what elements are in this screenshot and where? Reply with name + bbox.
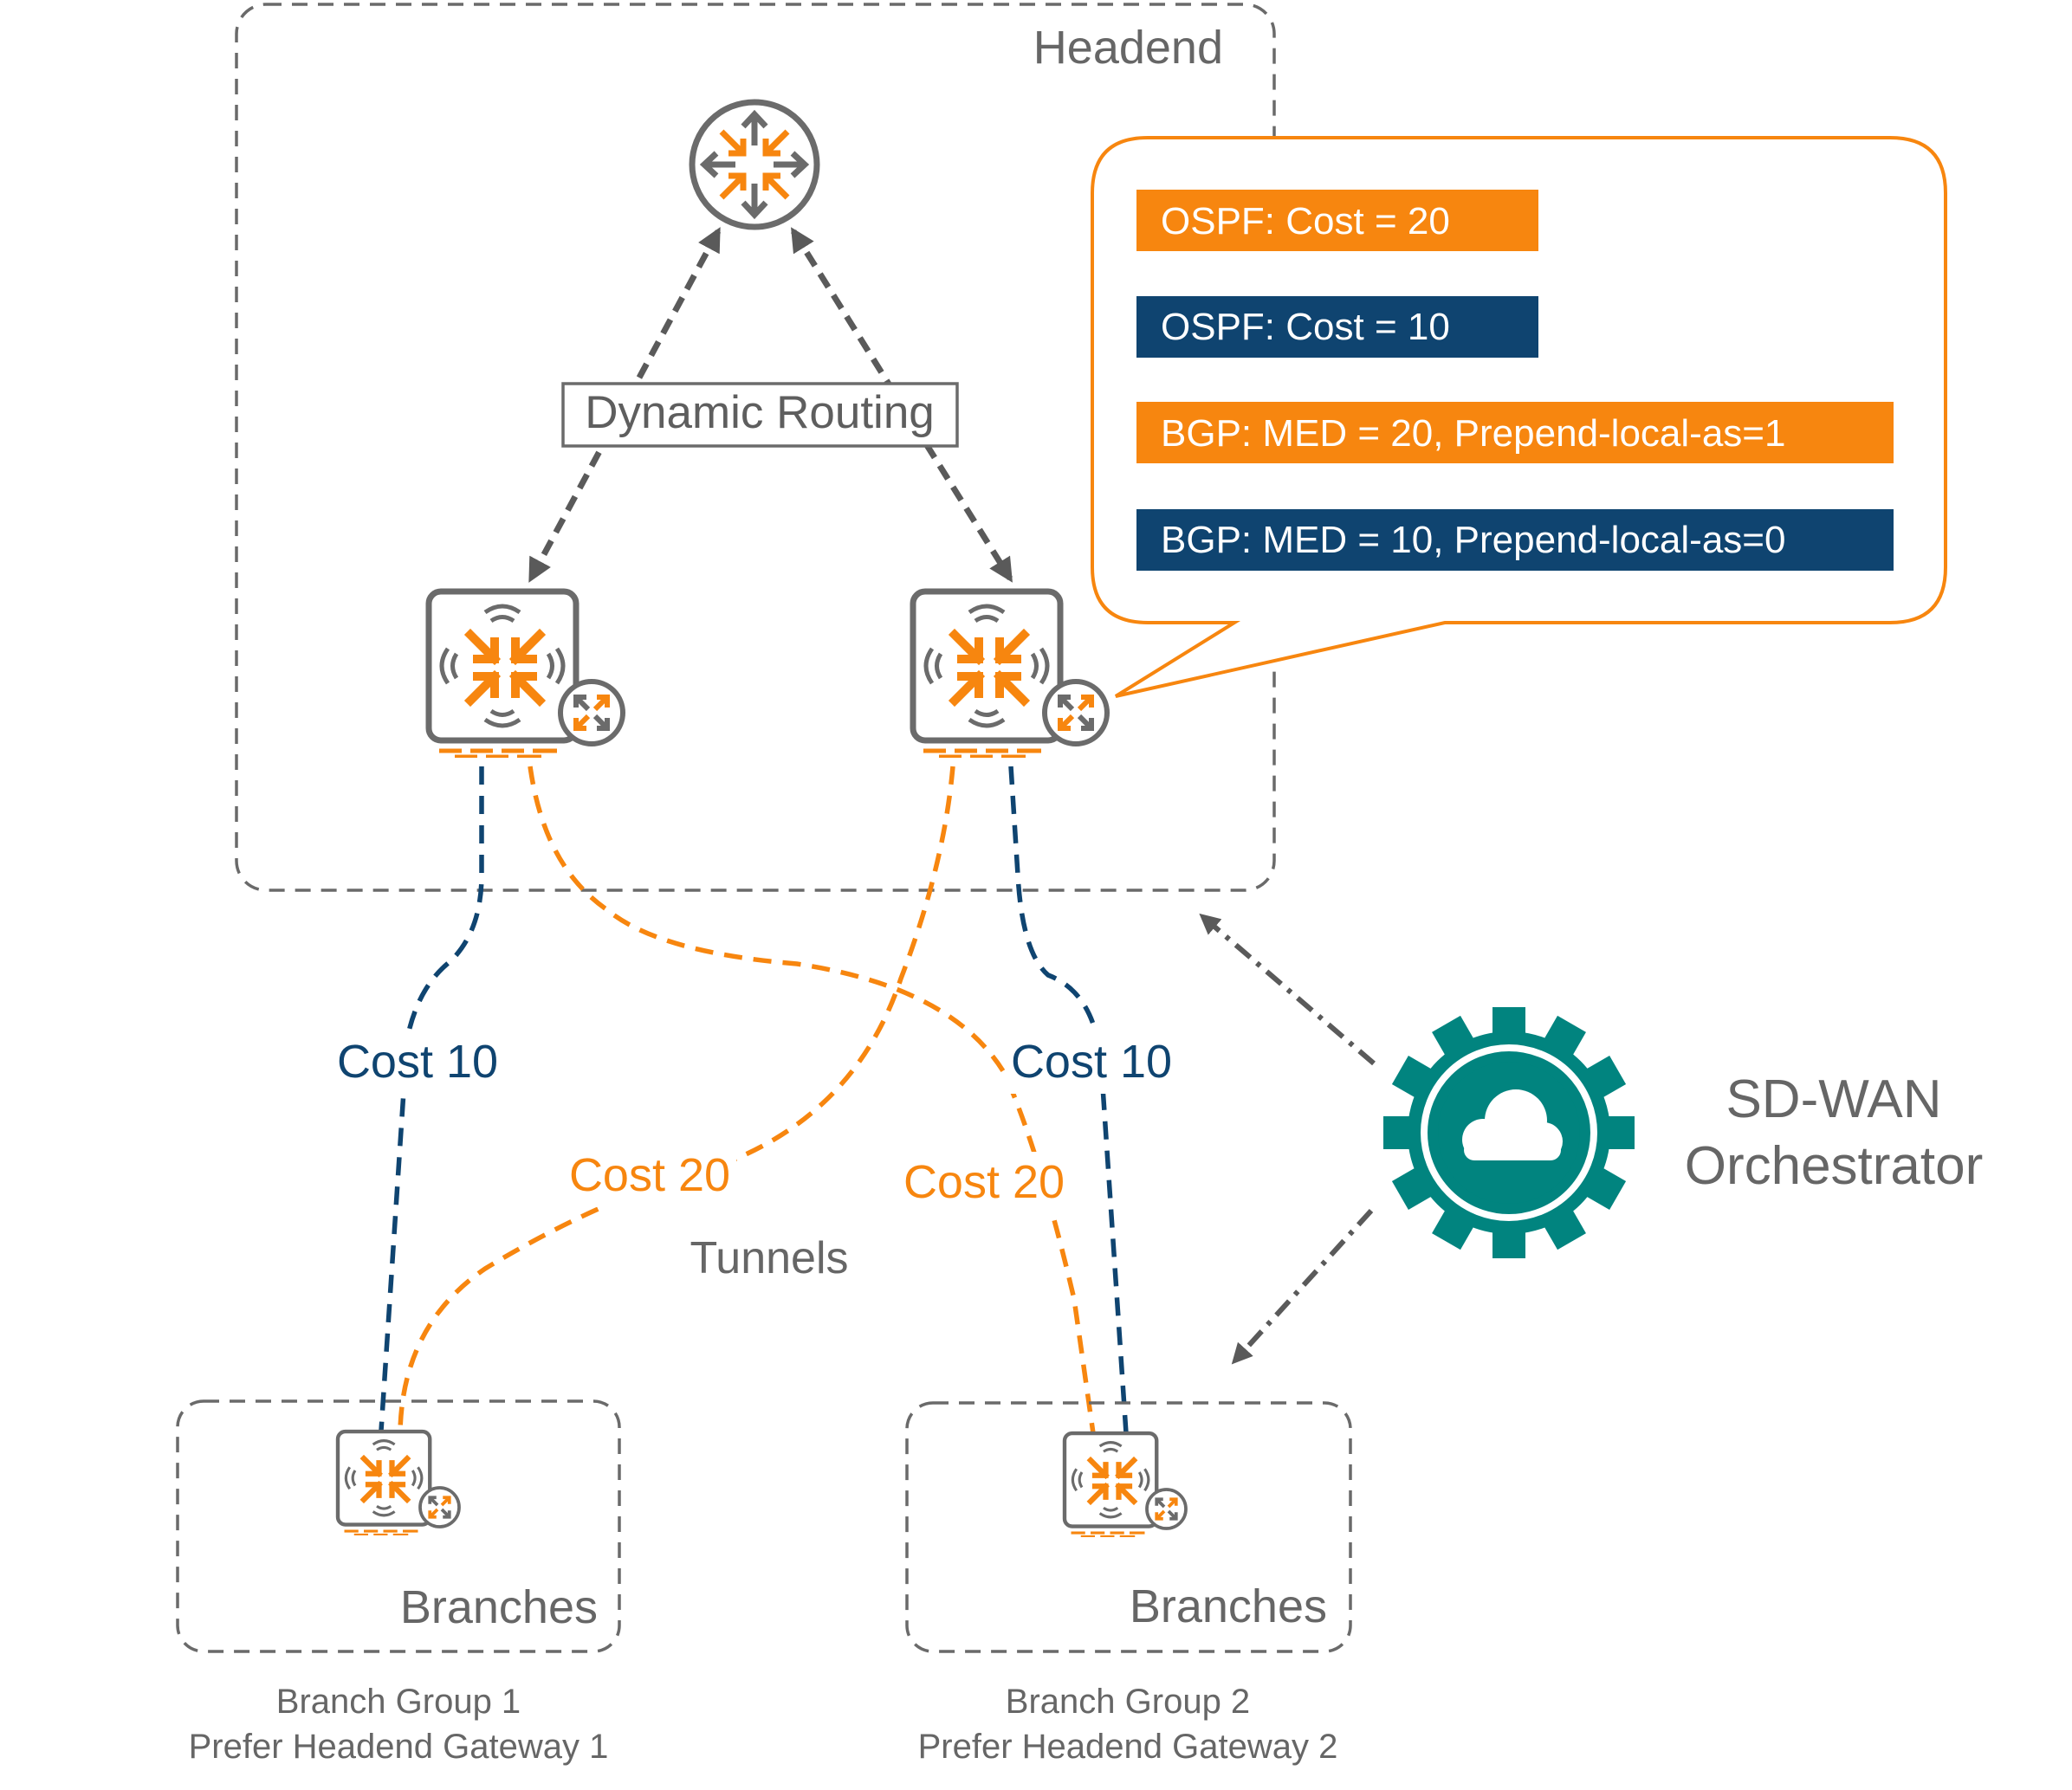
tunnels-label: Tunnels — [690, 1233, 848, 1283]
cost-right-orange: Cost 20 — [903, 1156, 1065, 1208]
branch-1-caption-1: Branch Group 1 — [276, 1683, 521, 1721]
tunnel-blue-gw1-branch1 — [379, 766, 484, 1431]
cost-left-blue: Cost 10 — [337, 1036, 498, 1088]
orchestrator-line1: SD-WAN — [1726, 1069, 1941, 1129]
dynamic-routing-label: Dynamic Routing — [561, 382, 959, 448]
callout-item-bgp-med-10: BGP: MED = 10, Prepend-local-as=0 — [1136, 509, 1894, 571]
orchestrator-gear-icon — [1383, 1007, 1635, 1258]
branch-group-2: Branches Branch Group 2 Prefer Headend G… — [905, 1401, 1352, 1766]
cost-left-orange: Cost 20 — [569, 1149, 730, 1201]
cloud-icon — [1462, 1089, 1563, 1160]
svg-text:OSPF: Cost = 10: OSPF: Cost = 10 — [1161, 306, 1450, 348]
branch-2-gateway-icon — [1065, 1433, 1186, 1536]
headend-gateway-2-icon — [913, 591, 1107, 757]
callout-item-bgp-med-20: BGP: MED = 20, Prepend-local-as=1 — [1136, 402, 1894, 463]
tunnels — [379, 766, 1129, 1434]
svg-text:BGP: MED = 10, Prepend-local-a: BGP: MED = 10, Prepend-local-as=0 — [1161, 519, 1785, 561]
orchestrator-line2: Orchestrator — [1685, 1136, 1984, 1196]
svg-text:OSPF: Cost = 20: OSPF: Cost = 20 — [1161, 200, 1450, 242]
branch-1-gateway-icon — [338, 1431, 459, 1535]
headend-label: Headend — [1033, 22, 1223, 74]
callout-item-ospf-cost-20: OSPF: Cost = 20 — [1136, 190, 1538, 251]
svg-text:BGP: MED = 20, Prepend-local-a: BGP: MED = 20, Prepend-local-as=1 — [1161, 412, 1785, 455]
callout-item-ospf-cost-10: OSPF: Cost = 10 — [1136, 296, 1538, 358]
branch-2-caption-1: Branch Group 2 — [1006, 1683, 1250, 1721]
headend-gateway-1-icon — [429, 591, 623, 757]
tunnel-blue-gw2-branch2 — [1008, 766, 1129, 1434]
branch-2-box-label: Branches — [1130, 1580, 1327, 1632]
svg-text:Dynamic Routing: Dynamic Routing — [585, 387, 935, 438]
branch-2-caption-2: Prefer Headend Gateway 2 — [918, 1728, 1338, 1766]
branch-group-1: Branches Branch Group 1 Prefer Headend G… — [176, 1399, 621, 1766]
branch-1-caption-2: Prefer Headend Gateway 1 — [189, 1728, 609, 1766]
tunnel-labels: Cost 10 Cost 20 Cost 20 Cost 10 Tunnels — [331, 1031, 1178, 1283]
branch-1-box-label: Branches — [400, 1581, 598, 1633]
cost-right-blue: Cost 10 — [1011, 1036, 1172, 1088]
orchestrator-arrows — [1199, 913, 1376, 1365]
core-router-icon — [689, 99, 820, 230]
tunnel-orange-gw1-branch2 — [528, 766, 1096, 1434]
